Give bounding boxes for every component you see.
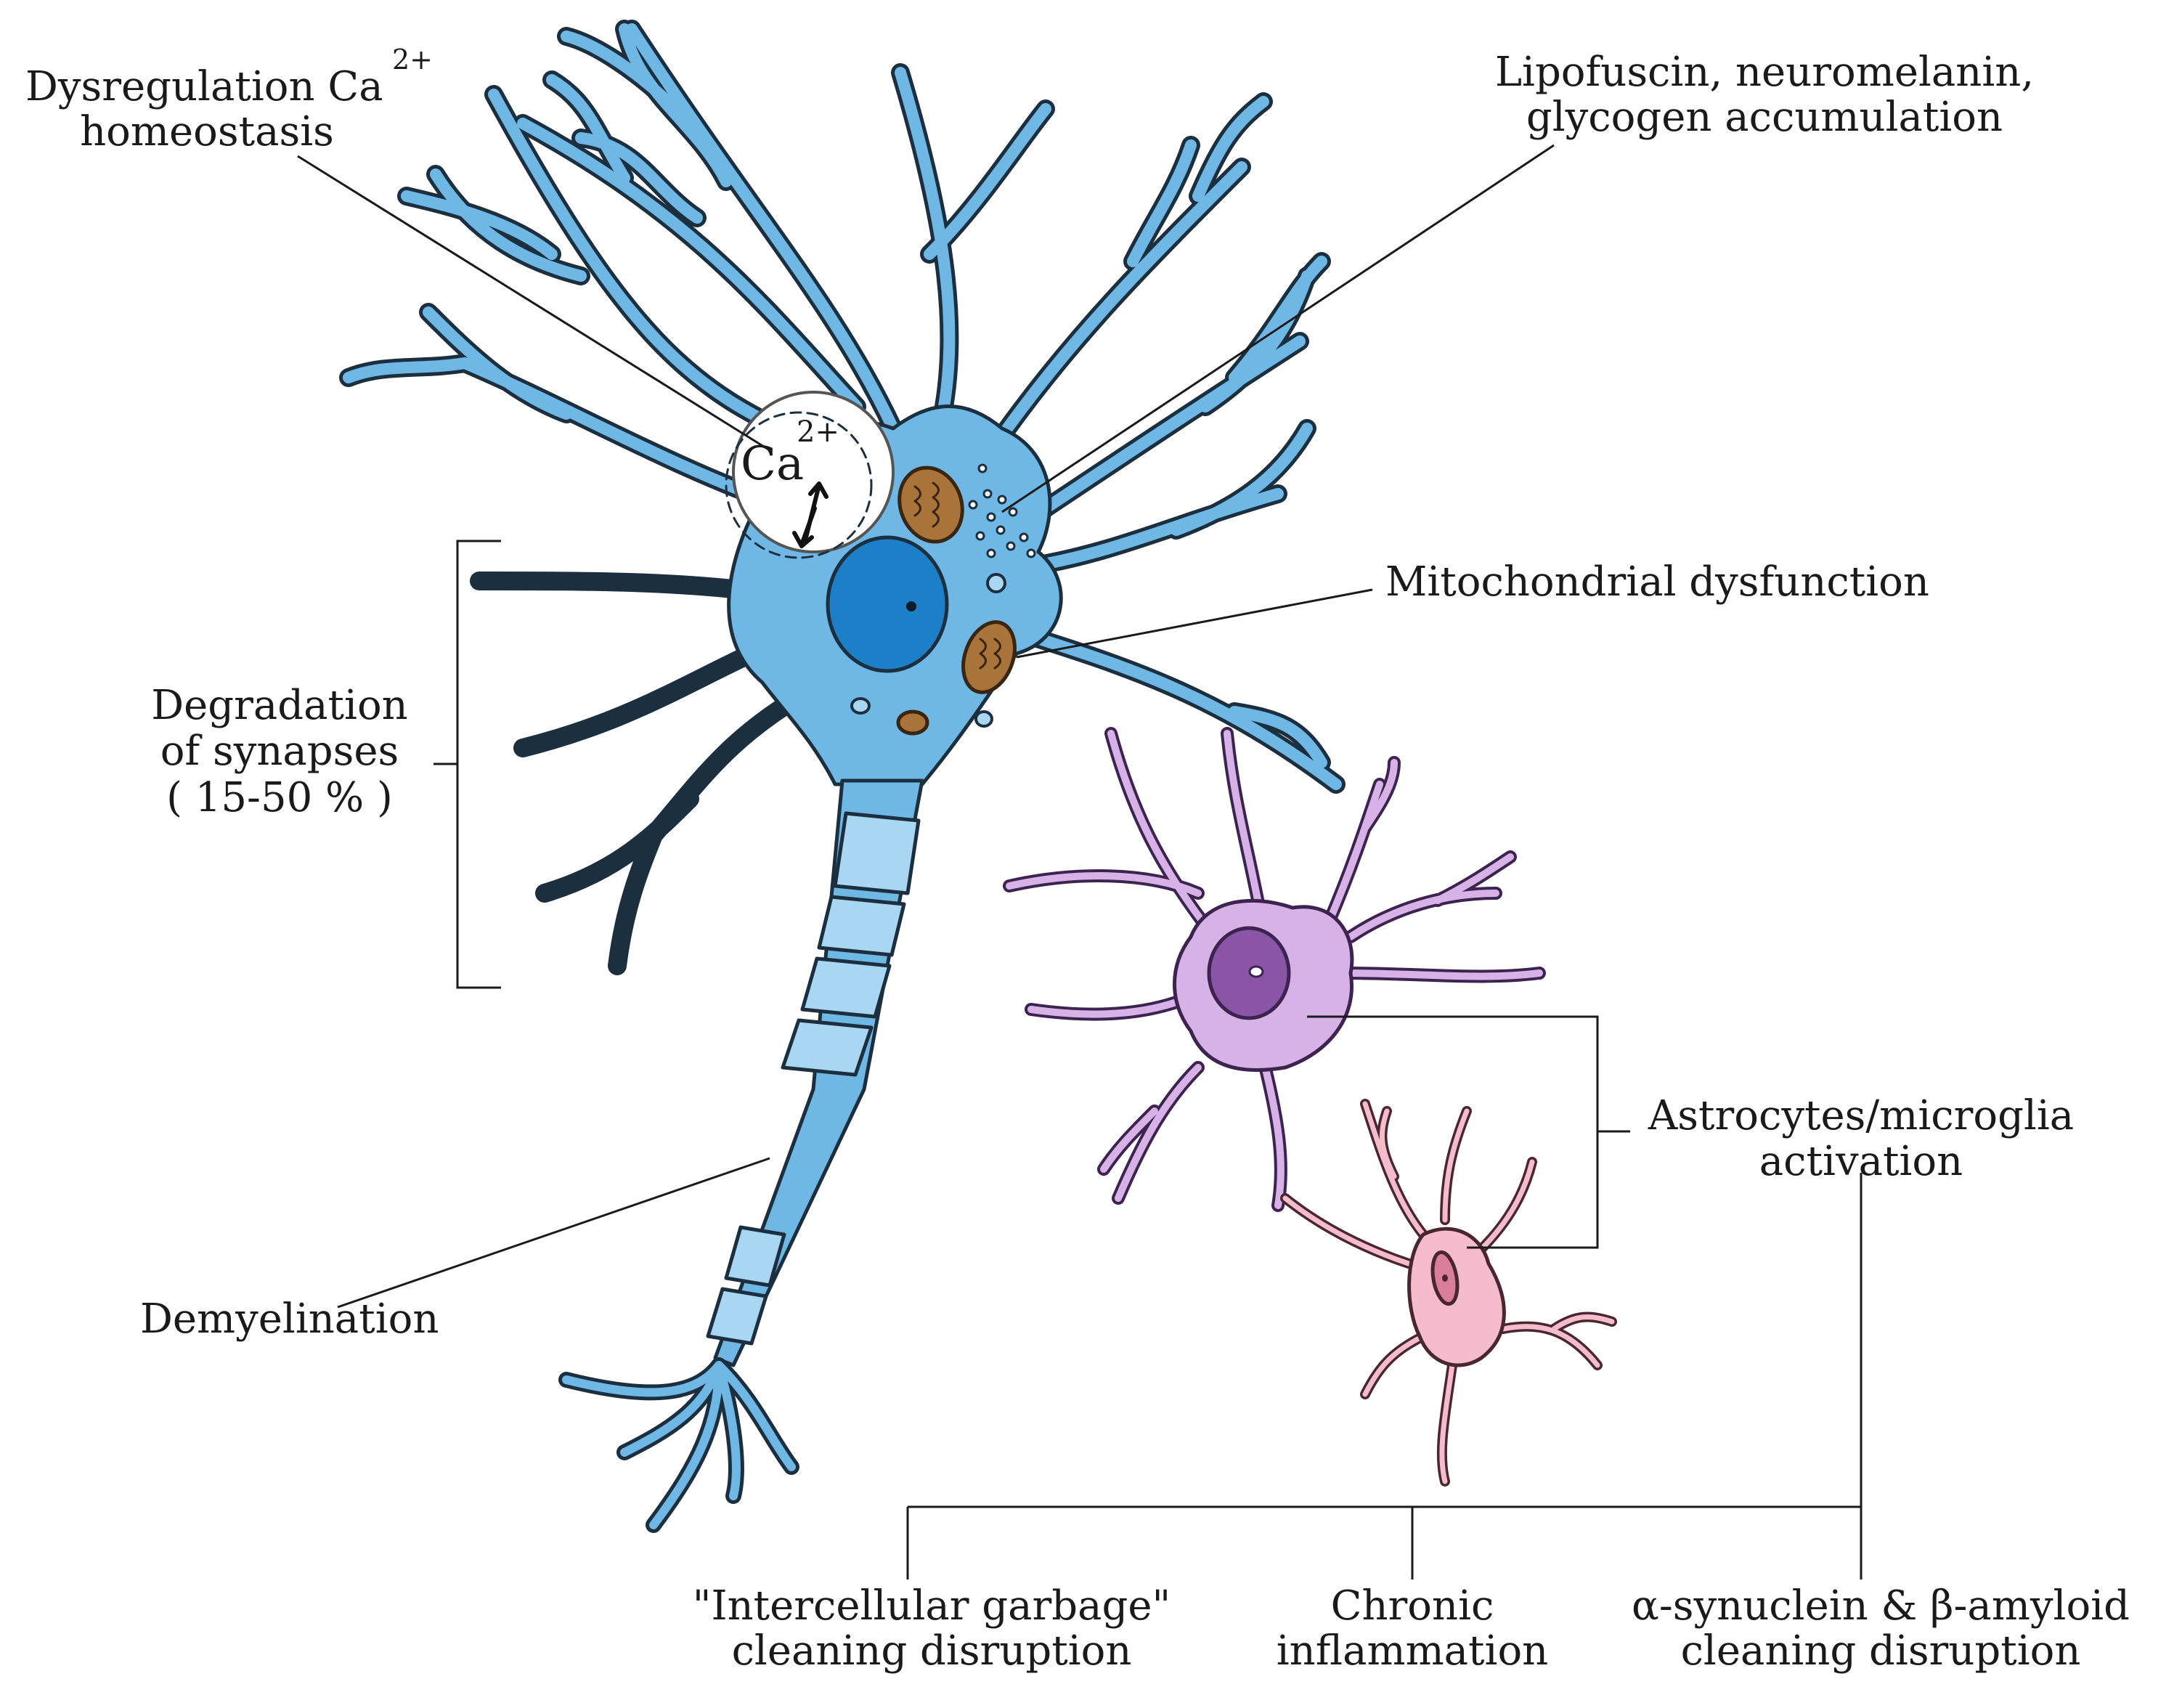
label-inflammation-line1: Chronic xyxy=(1331,1582,1494,1630)
label-calcium-line1: Dysregulation Ca xyxy=(25,63,383,110)
label-synuclein-line1: α-synuclein & β-amyloid xyxy=(1632,1582,2130,1630)
text-labels: Dysregulation Ca 2+ homeostasis Lipofusc… xyxy=(25,44,2130,1675)
label-calcium-sup: 2+ xyxy=(392,44,433,76)
label-lipofuscin-line2: glycogen accumulation xyxy=(1526,94,2003,141)
ca-bubble-sup: 2+ xyxy=(797,415,839,449)
myelin-sheath xyxy=(706,811,921,1346)
label-synapses-line2: of synapses xyxy=(160,728,399,775)
calcium-bubble xyxy=(732,391,895,553)
vesicles xyxy=(850,573,1006,728)
mitochondria xyxy=(845,465,1017,736)
label-demyelination: Demyelination xyxy=(140,1296,439,1343)
astrocyte xyxy=(1003,727,1546,1212)
calcium-dashed-ring xyxy=(725,411,873,559)
label-glia-line1: Astrocytes/microglia xyxy=(1648,1092,2074,1139)
microglia xyxy=(1280,1099,1617,1487)
label-glia-line2: activation xyxy=(1759,1138,1963,1185)
label-garbage-line1: "Intercellular garbage" xyxy=(693,1582,1171,1630)
neuron xyxy=(339,20,1346,1533)
label-calcium-line2: homeostasis xyxy=(80,108,334,155)
label-garbage-line2: cleaning disruption xyxy=(732,1627,1132,1675)
neuron-nucleus xyxy=(826,535,949,673)
label-inflammation-line2: inflammation xyxy=(1277,1627,1549,1675)
label-synapses-line3: ( 15-50 % ) xyxy=(166,774,393,821)
label-synuclein-line2: cleaning disruption xyxy=(1681,1627,2081,1675)
leader-lines xyxy=(297,144,1863,1579)
ca-bubble-label: Ca xyxy=(741,437,804,491)
calcium-arrows-icon xyxy=(792,481,829,548)
label-lipofuscin-line1: Lipofuscin, neuromelanin, xyxy=(1495,49,2034,96)
label-synapses-line1: Degradation xyxy=(151,682,407,729)
lipofuscin-granules xyxy=(968,463,1036,558)
nucleolus xyxy=(906,601,916,611)
label-mitochondrial: Mitochondrial dysfunction xyxy=(1385,558,1929,606)
